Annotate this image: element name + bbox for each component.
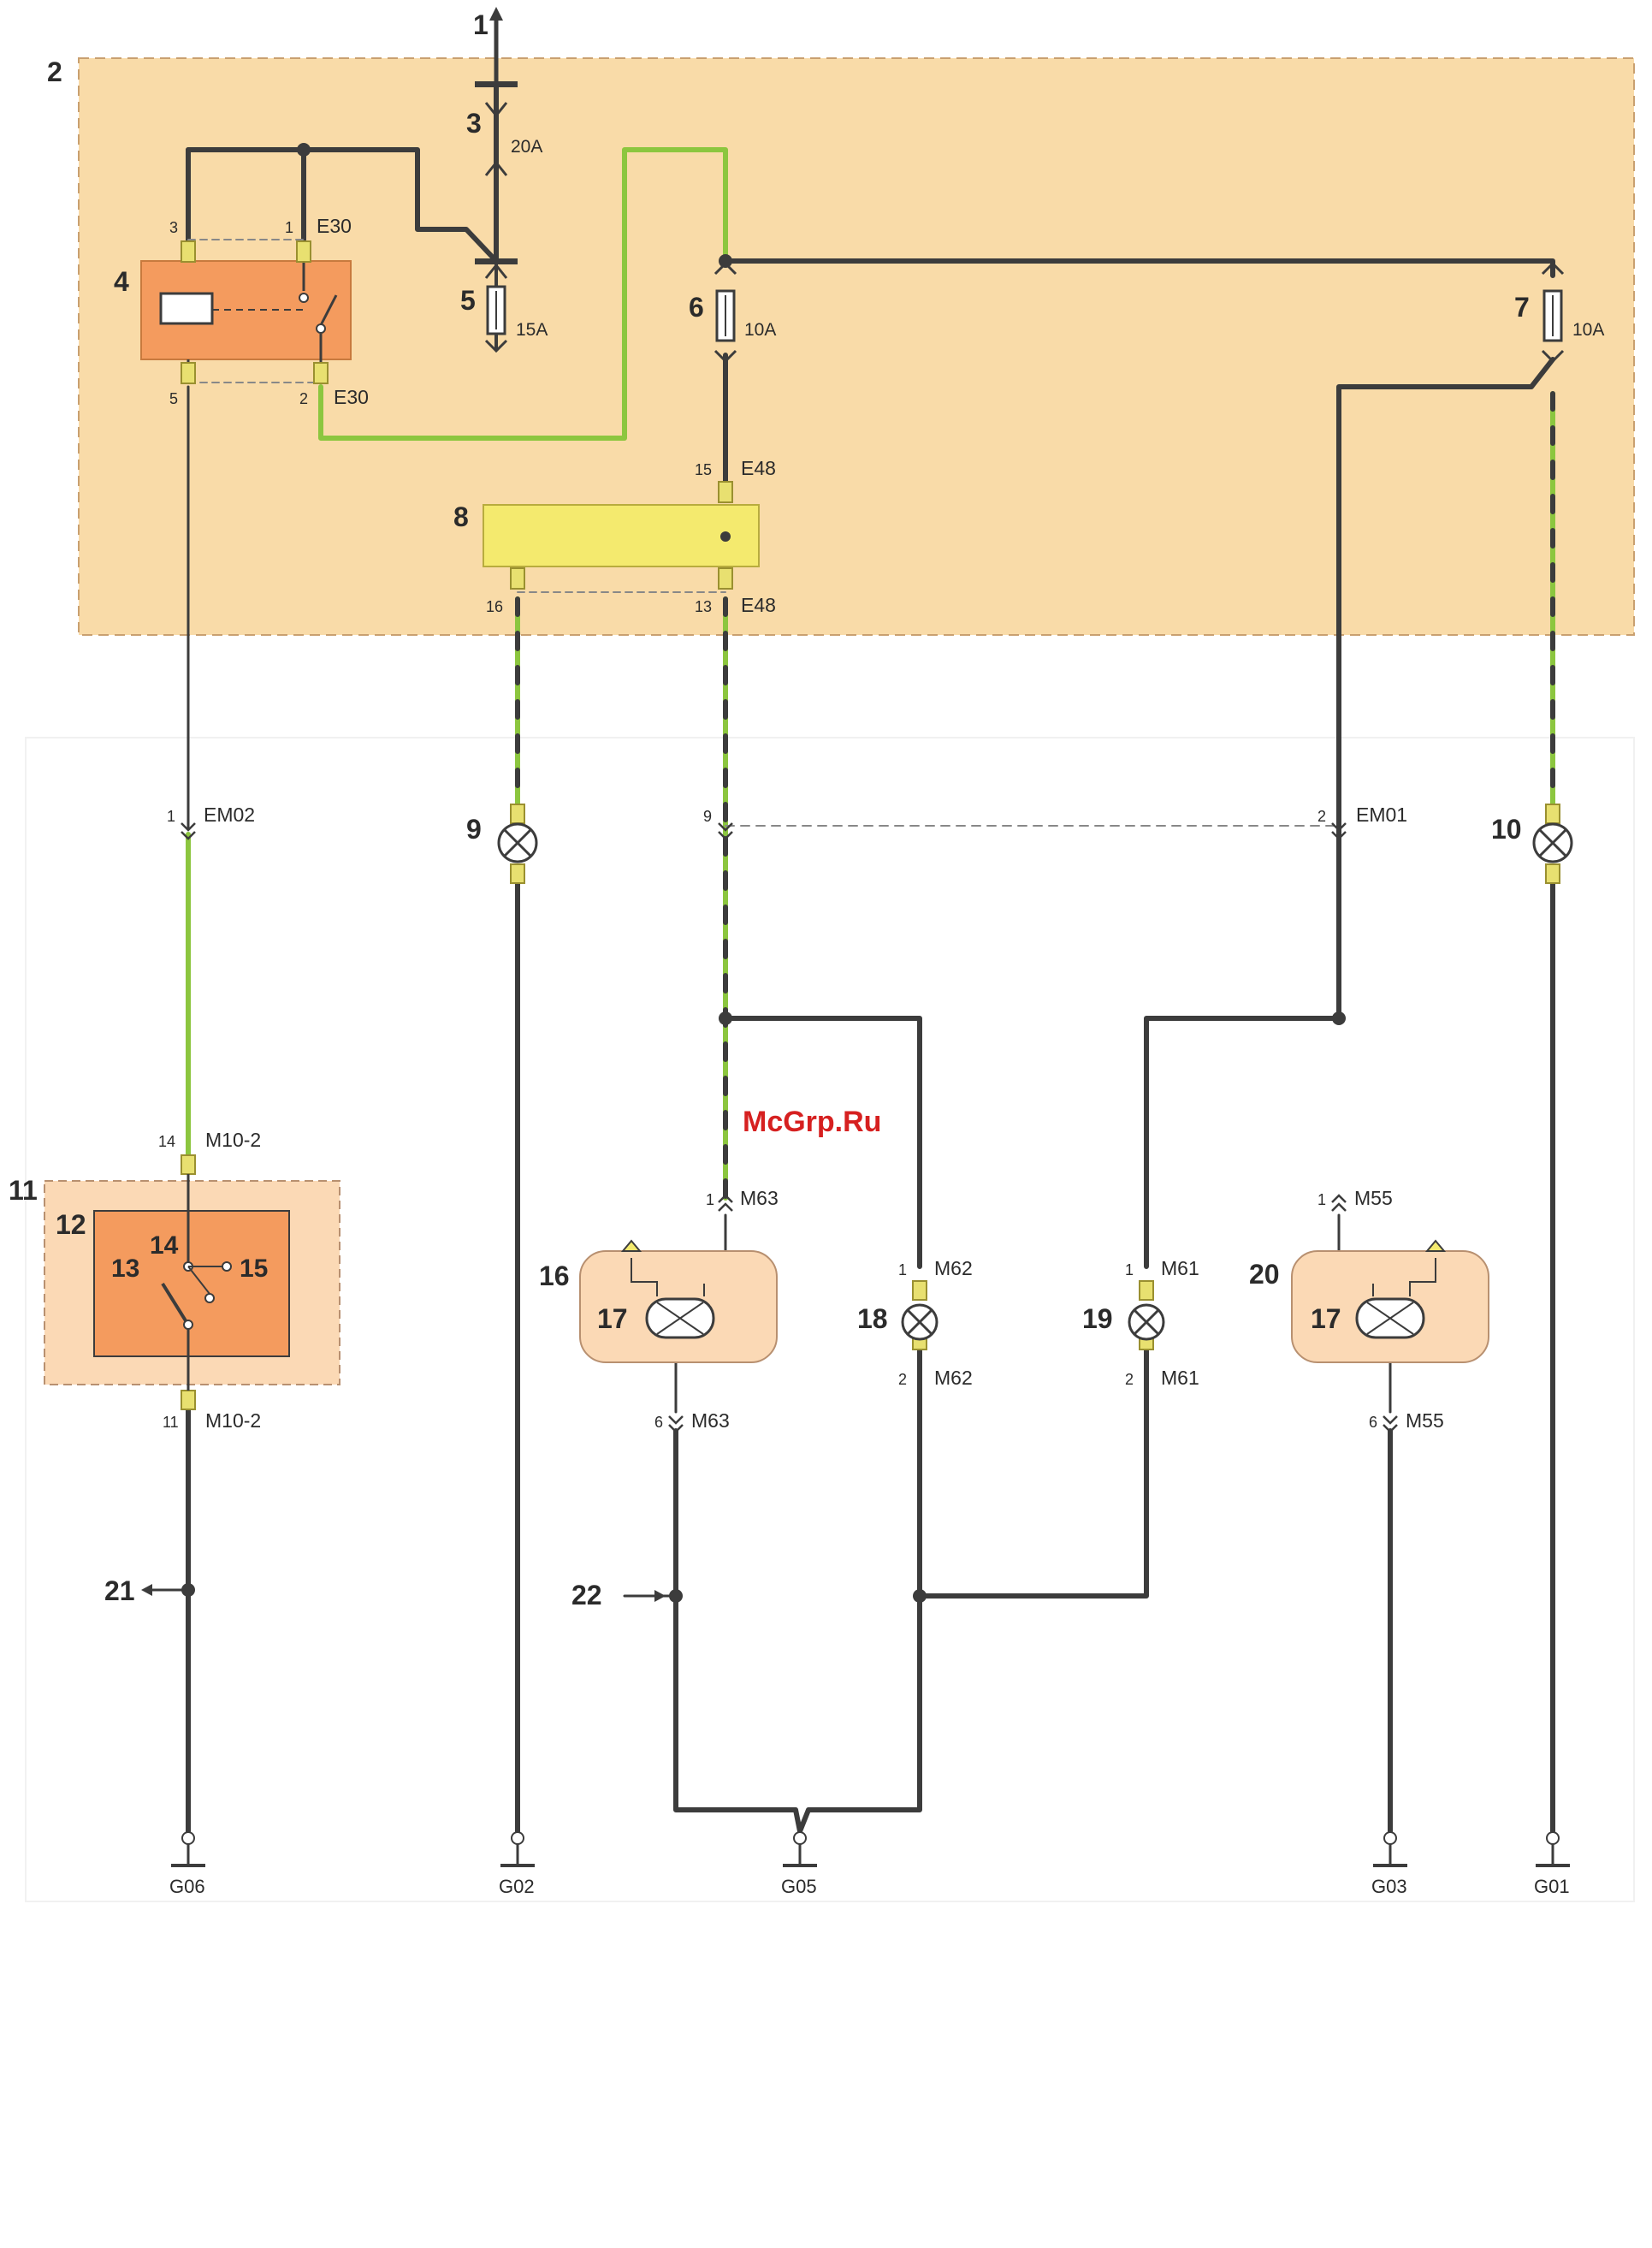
wire-em01-splice-to-m61 — [1146, 1018, 1339, 1266]
conn-e48-top: E48 — [741, 457, 776, 479]
conn-m62-bottom: M62 — [934, 1367, 973, 1389]
connector-block-8 — [483, 505, 759, 566]
callout-8: 8 — [453, 501, 469, 532]
pin-relay-1: 1 — [285, 219, 293, 236]
pin-m10-14: 14 — [158, 1133, 175, 1150]
wire-m62-to-g05 — [800, 1343, 920, 1831]
pin-m62-1: 1 — [898, 1261, 907, 1278]
conn-m62-top: M62 — [934, 1257, 973, 1279]
pin-relay-2: 2 — [299, 390, 308, 407]
callout-17-left: 17 — [597, 1303, 628, 1334]
pin-e48-13: 13 — [695, 598, 712, 615]
pin-m63-1: 1 — [706, 1191, 714, 1208]
callout-17-right: 17 — [1311, 1303, 1341, 1334]
pin-m62-2: 2 — [898, 1371, 907, 1388]
pin-m61-1: 1 — [1125, 1261, 1134, 1278]
pin-em01-2: 2 — [1317, 808, 1326, 825]
callout-20: 20 — [1249, 1259, 1280, 1290]
conn-m61-top: M61 — [1161, 1257, 1199, 1279]
callout-1: 1 — [473, 9, 488, 40]
callout-12: 12 — [56, 1209, 86, 1240]
switch-terminal-14: 14 — [150, 1231, 179, 1260]
ground-g06: G06 — [169, 1876, 205, 1897]
conn-e30-top: E30 — [317, 215, 352, 237]
lamp-9 — [499, 824, 536, 862]
callout-4: 4 — [114, 266, 129, 297]
pin-m55-6: 6 — [1369, 1414, 1377, 1431]
callout-2: 2 — [47, 56, 62, 87]
wire-splice-to-m62 — [725, 1018, 920, 1266]
switch-terminal-15: 15 — [240, 1254, 268, 1283]
conn-m55-top: M55 — [1354, 1187, 1393, 1209]
watermark: McGrp.Ru — [743, 1106, 881, 1138]
fuse-5-rating: 15A — [516, 320, 548, 340]
pin-m63-6: 6 — [654, 1414, 663, 1431]
pin-relay-3: 3 — [169, 219, 178, 236]
switch-assembly-11 — [44, 1174, 340, 1391]
pin-em-9: 9 — [703, 808, 712, 825]
callout-3: 3 — [466, 108, 482, 139]
conn-m63-top: M63 — [740, 1187, 779, 1209]
pin-m10-11: 11 — [163, 1414, 179, 1431]
relay-4 — [141, 244, 351, 377]
pin-relay-5: 5 — [169, 390, 178, 407]
callout-21: 21 — [104, 1575, 135, 1606]
lamp-assembly-20 — [1292, 1241, 1489, 1362]
pin-m55-1: 1 — [1317, 1191, 1326, 1208]
grounds — [171, 1832, 1570, 1865]
callout-18: 18 — [857, 1303, 888, 1334]
conn-em01: EM01 — [1356, 804, 1407, 826]
callout-7: 7 — [1514, 292, 1530, 323]
conn-em02: EM02 — [204, 804, 255, 826]
ground-g01: G01 — [1534, 1876, 1570, 1897]
pin-em02-1: 1 — [167, 808, 175, 825]
callout-9: 9 — [466, 814, 482, 845]
callout-19: 19 — [1082, 1303, 1113, 1334]
conn-m10-bottom: M10-2 — [205, 1409, 261, 1432]
callout-5: 5 — [460, 285, 476, 316]
conn-m63-bottom: M63 — [691, 1409, 730, 1432]
lamp-19 — [1129, 1305, 1164, 1339]
lamp-18 — [903, 1305, 937, 1339]
lamp-10 — [1534, 824, 1572, 862]
lamp-assembly-16 — [580, 1241, 777, 1362]
conn-m61-bottom: M61 — [1161, 1367, 1199, 1389]
conn-e48-bottom: E48 — [741, 594, 776, 616]
switch-terminal-13: 13 — [111, 1254, 139, 1283]
ground-g02: G02 — [499, 1876, 535, 1897]
callout-11: 11 — [9, 1175, 38, 1206]
conn-m10-top: M10-2 — [205, 1129, 261, 1151]
callout-16: 16 — [539, 1260, 570, 1291]
relay-coil — [161, 294, 212, 323]
ground-g03: G03 — [1371, 1876, 1407, 1897]
fuse-7-rating: 10A — [1572, 320, 1604, 340]
ground-g05: G05 — [781, 1876, 817, 1897]
switch-12 — [94, 1211, 289, 1356]
pin-e48-16: 16 — [486, 598, 503, 615]
fuse-3-rating: 20A — [511, 137, 542, 157]
conn-e30-bottom: E30 — [334, 386, 369, 408]
callout-10: 10 — [1491, 814, 1522, 845]
callout-22: 22 — [571, 1580, 602, 1610]
pin-e48-15: 15 — [695, 461, 712, 478]
fuse-6-rating: 10A — [744, 320, 776, 340]
callout-6: 6 — [689, 292, 704, 323]
pin-m61-2: 2 — [1125, 1371, 1134, 1388]
wire-m63p6-to-g05 — [676, 1431, 800, 1831]
conn-m55-bottom: M55 — [1406, 1409, 1444, 1432]
